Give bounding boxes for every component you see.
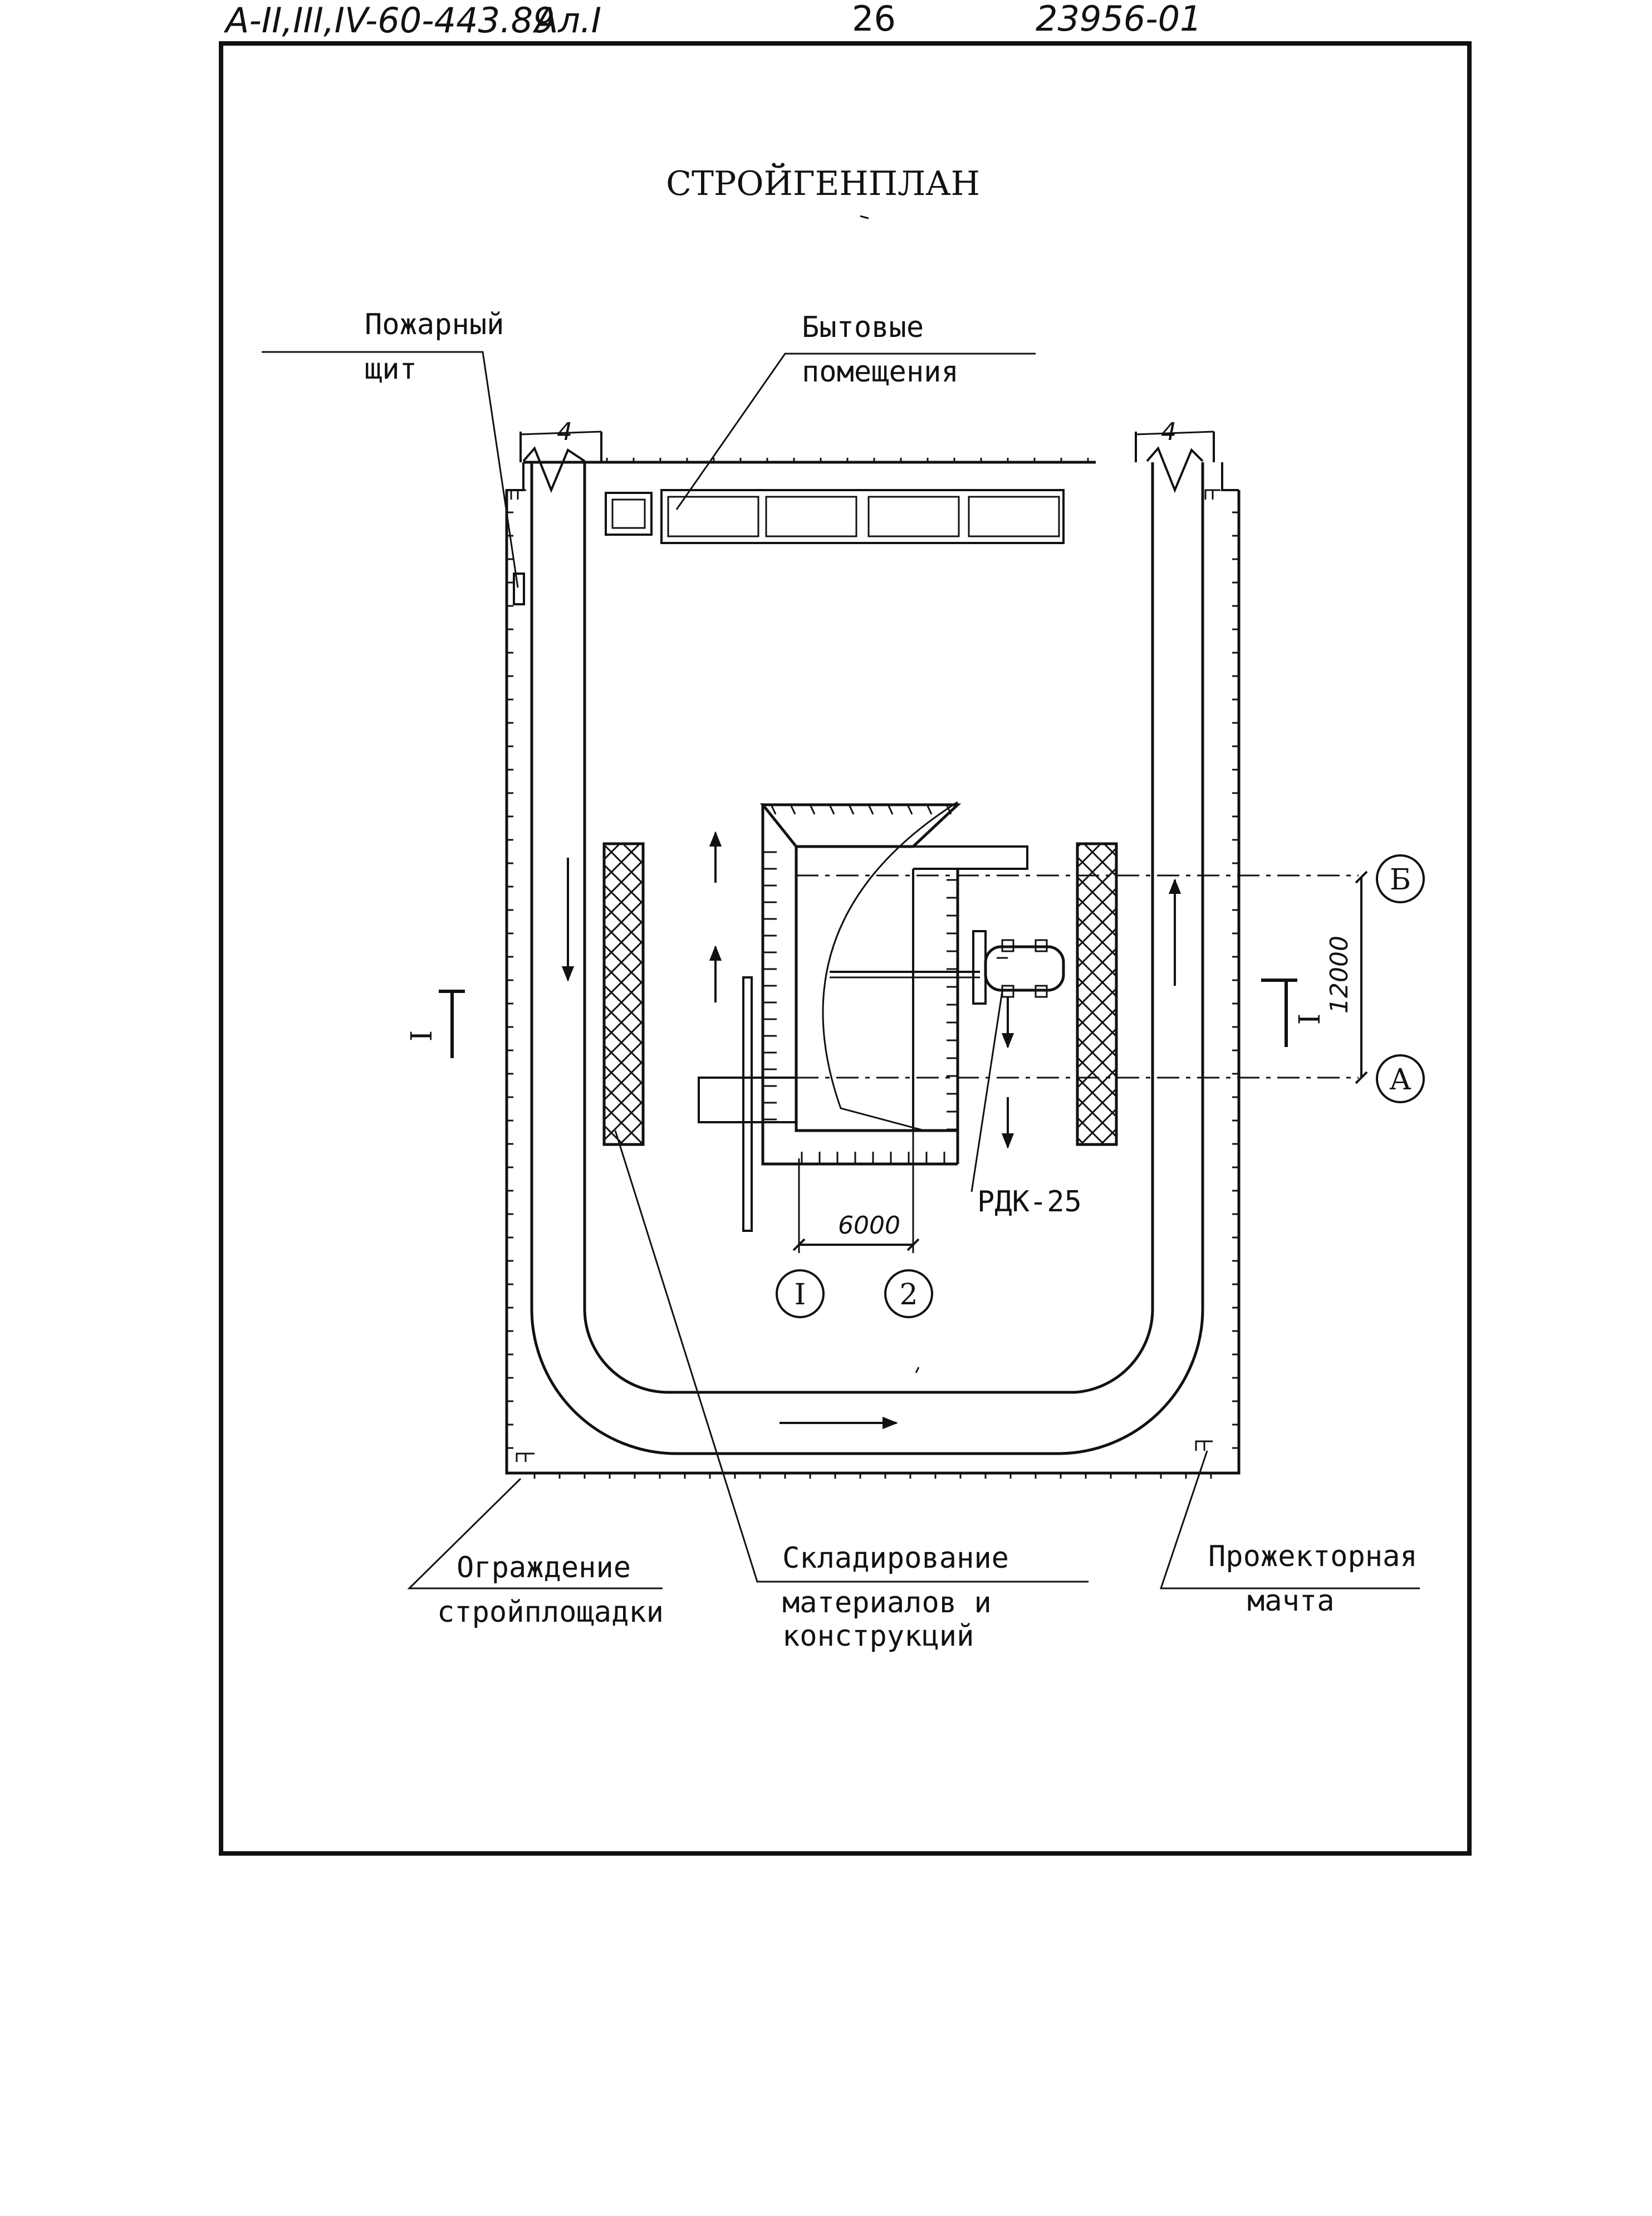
page-number: 26 bbox=[852, 0, 896, 39]
axis-marker-2 bbox=[884, 1269, 933, 1318]
haul-road bbox=[530, 462, 1204, 1455]
site-fence bbox=[505, 458, 1241, 1479]
dimension-12000: 12000 bbox=[1325, 936, 1354, 1014]
section-label-left: I bbox=[405, 1030, 439, 1042]
axis-marker-1 bbox=[776, 1269, 825, 1318]
amenity-label-2: помещения bbox=[802, 355, 959, 389]
tick-mark bbox=[906, 804, 913, 815]
tick-mark bbox=[867, 804, 874, 815]
axis-label-2: 2 bbox=[899, 1278, 918, 1312]
tick-mark bbox=[829, 804, 835, 815]
axis-label-1: I bbox=[795, 1278, 806, 1312]
crane-label: РДК-25 bbox=[977, 1185, 1082, 1219]
storage-label-2: материалов и bbox=[782, 1586, 992, 1620]
storage-area-right bbox=[1076, 842, 1118, 1146]
storage-callout: Складирование материалов и конструкций bbox=[614, 1130, 1089, 1653]
axis-marker-a bbox=[1376, 1054, 1425, 1103]
axis-label-b: Б bbox=[1390, 863, 1411, 897]
fire-board-label-1: Пожарный bbox=[365, 308, 504, 341]
gate-marker-right: 4 bbox=[1161, 418, 1177, 446]
tick-mark bbox=[926, 804, 933, 815]
floodlight-callout: Прожекторная мачта bbox=[1159, 1450, 1420, 1618]
fire-board-label-2: щит bbox=[365, 353, 417, 386]
storage-areas bbox=[602, 842, 1118, 1146]
section-mark-right: I bbox=[1261, 979, 1327, 1047]
storage-label-3: конструкций bbox=[782, 1620, 974, 1653]
floodlight-label-1: Прожекторная bbox=[1208, 1540, 1418, 1573]
building-footprint bbox=[698, 803, 1028, 1232]
dimension-6000: 6000 bbox=[838, 1211, 900, 1240]
floodlight-label-2: мачта bbox=[1247, 1584, 1335, 1618]
section-mark-left: I bbox=[405, 990, 465, 1058]
gate-marker-left: 4 bbox=[557, 418, 572, 446]
sheet-reference: Ал.I bbox=[532, 0, 601, 41]
header: А-II,III,IV-60-443.89 Ал.I 26 23956-01 bbox=[223, 0, 1202, 41]
tick-mark bbox=[887, 804, 894, 815]
floodlight-masts bbox=[510, 489, 1220, 1462]
section-label-right: I bbox=[1293, 1014, 1327, 1025]
entrance-gate-left: 4 bbox=[519, 418, 602, 493]
axis-marker-b bbox=[1376, 854, 1425, 903]
storage-area-left bbox=[602, 842, 645, 1146]
fence-callout: Ограждение стройплощадки bbox=[407, 1478, 664, 1629]
tick-mark bbox=[848, 804, 855, 815]
fire-board: Пожарный щит bbox=[262, 308, 525, 605]
traffic-arrows bbox=[561, 831, 1182, 1430]
amenity-buildings: Бытовые помещения bbox=[605, 311, 1065, 544]
stray-mark-2 bbox=[915, 1367, 920, 1373]
document-number: 23956-01 bbox=[1036, 0, 1202, 39]
plan-title: СТРОЙГЕНПЛАН bbox=[666, 163, 980, 203]
storage-label-1: Складирование bbox=[782, 1542, 1009, 1575]
document-code: А-II,III,IV-60-443.89 bbox=[223, 0, 555, 41]
tower-crane: РДК-25 bbox=[822, 801, 1082, 1219]
entrance-gate-right: 4 bbox=[1135, 418, 1215, 493]
axis-label-a: А bbox=[1389, 1063, 1411, 1097]
drawing-frame bbox=[219, 41, 1472, 1856]
grid-axes: 6000 12000 I 2 Б А bbox=[776, 854, 1425, 1318]
tick-mark bbox=[809, 804, 816, 815]
tick-mark bbox=[790, 804, 796, 815]
fence-label-1: Ограждение bbox=[457, 1551, 631, 1584]
stray-mark bbox=[860, 215, 869, 219]
amenity-label-1: Бытовые bbox=[802, 311, 924, 344]
tick-mark bbox=[770, 804, 777, 815]
tick-mark bbox=[945, 804, 952, 815]
fence-label-2: стройплощадки bbox=[437, 1596, 664, 1629]
